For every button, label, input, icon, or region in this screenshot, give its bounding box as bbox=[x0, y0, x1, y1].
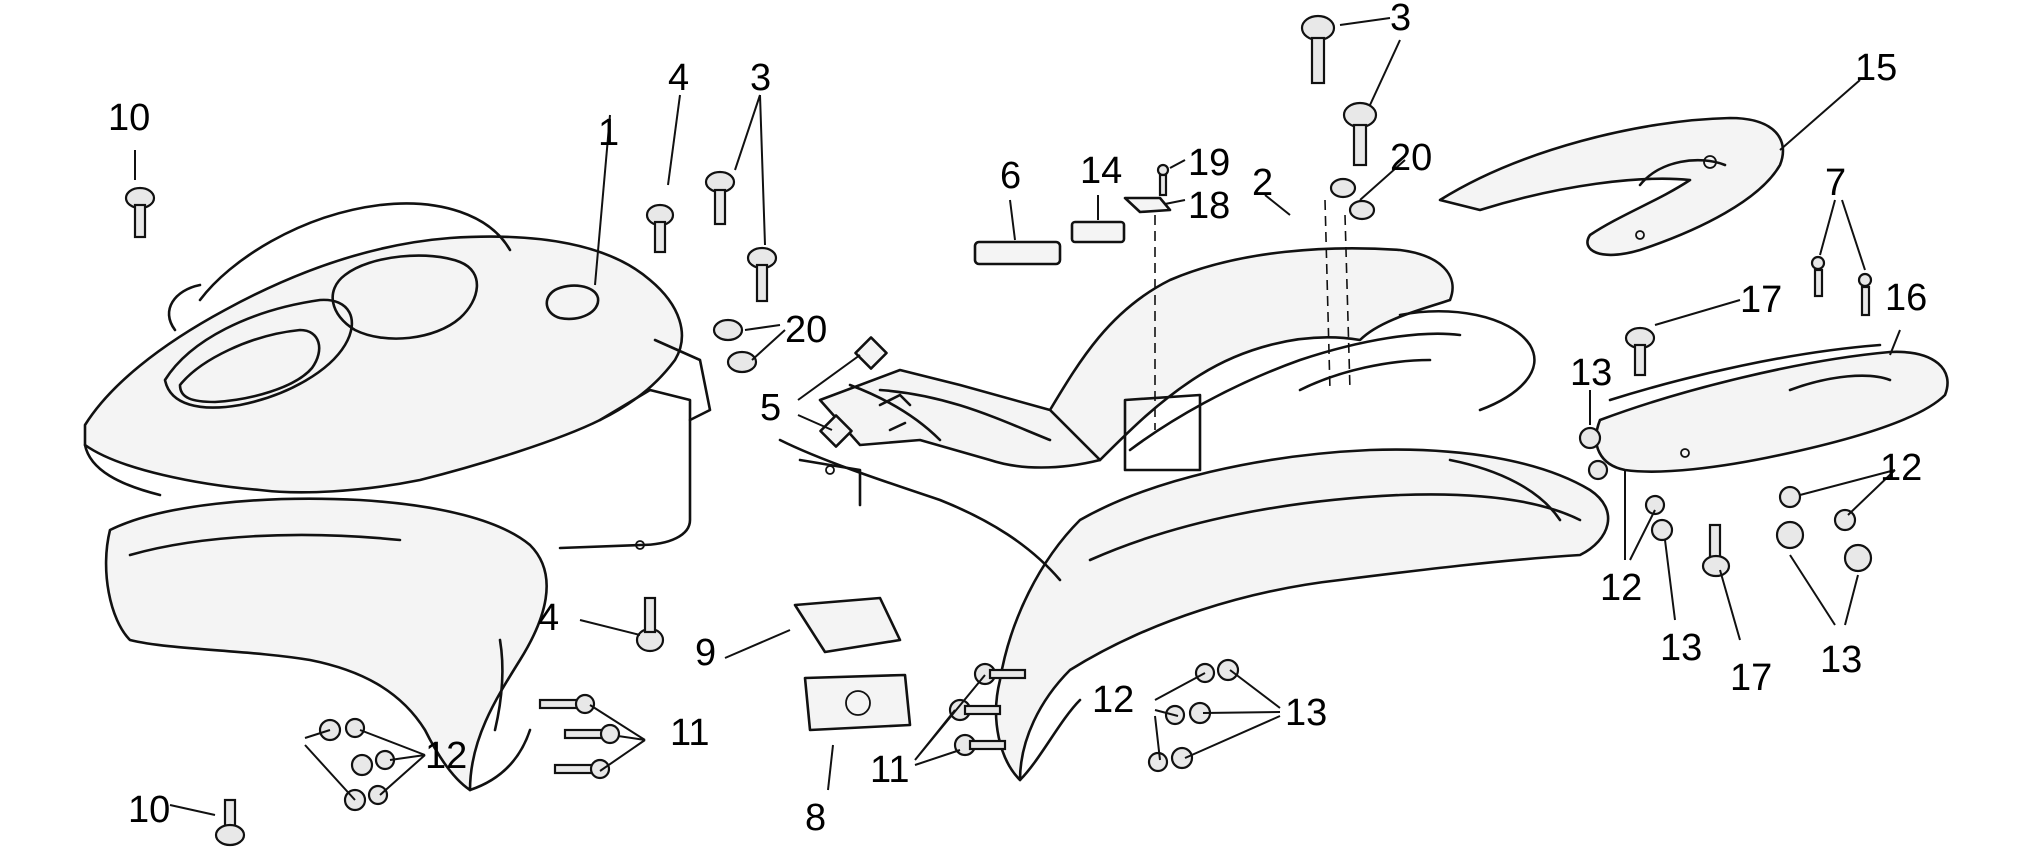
callout-14: 14 bbox=[1080, 150, 1122, 192]
screw-10-top bbox=[124, 186, 156, 239]
callout-5: 5 bbox=[760, 387, 781, 429]
callout-13-center: 13 bbox=[1285, 692, 1327, 734]
callout-13-mid: 13 bbox=[1660, 627, 1702, 669]
screw-17-a bbox=[1624, 326, 1656, 377]
plate-8 bbox=[803, 673, 912, 732]
callout-9: 9 bbox=[695, 632, 716, 674]
callout-17-bottom: 17 bbox=[1730, 657, 1772, 699]
callout-15: 15 bbox=[1855, 47, 1897, 89]
callout-12-right: 12 bbox=[1880, 447, 1922, 489]
callout-10-top: 10 bbox=[108, 97, 150, 139]
front-shield-panel bbox=[83, 202, 712, 550]
rear-body-frame bbox=[778, 247, 1610, 782]
callout-4-top: 4 bbox=[668, 57, 689, 99]
bolts-11-right bbox=[948, 662, 1027, 757]
nuts-12-left bbox=[318, 717, 396, 812]
bracket-18 bbox=[1123, 196, 1172, 214]
screw-10-bottom bbox=[214, 798, 246, 847]
tail-cover-upper bbox=[1438, 116, 1785, 257]
assembly-lines bbox=[1154, 199, 1351, 430]
callout-1: 1 bbox=[598, 112, 619, 154]
leader-lines bbox=[134, 17, 1901, 816]
callout-12-center: 12 bbox=[1092, 679, 1134, 721]
callout-16: 16 bbox=[1885, 277, 1927, 319]
hardware bbox=[124, 14, 1873, 847]
screw-3-d bbox=[1342, 101, 1378, 167]
callout-20-right: 20 bbox=[1390, 137, 1432, 179]
clip-5a bbox=[854, 336, 888, 370]
small-plates bbox=[793, 196, 1172, 732]
callout-20-left: 20 bbox=[785, 309, 827, 351]
callout-3-left: 3 bbox=[750, 57, 771, 99]
callout-11-left: 11 bbox=[670, 712, 709, 754]
callout-12-left: 12 bbox=[425, 735, 467, 777]
grommet-20-a bbox=[712, 318, 758, 374]
screw-4-top bbox=[645, 203, 675, 254]
callout-13-top: 13 bbox=[1570, 352, 1612, 394]
clip-5b bbox=[819, 414, 853, 448]
callout-17-top: 17 bbox=[1740, 279, 1782, 321]
pad-9 bbox=[793, 596, 902, 654]
screw-3-c bbox=[1300, 14, 1336, 85]
callout-19: 19 bbox=[1188, 142, 1230, 184]
callout-18: 18 bbox=[1188, 185, 1230, 227]
callout-11-right: 11 bbox=[870, 749, 909, 791]
screw-7 bbox=[1810, 255, 1873, 317]
callout-3-right: 3 bbox=[1390, 0, 1411, 39]
callout-7: 7 bbox=[1825, 162, 1846, 204]
callout-8: 8 bbox=[805, 797, 826, 839]
bolts-11-left bbox=[538, 693, 621, 780]
callout-labels: 10 1 4 3 3 6 14 19 18 2 20 15 7 16 17 13… bbox=[108, 0, 1927, 839]
trim-strip-14 bbox=[1070, 220, 1126, 244]
screw-3-b bbox=[746, 246, 778, 303]
nuts-12-center bbox=[1147, 658, 1240, 773]
tail-cover-lower bbox=[1594, 343, 1949, 473]
screw-3-a bbox=[704, 170, 736, 226]
callout-12-mid: 12 bbox=[1600, 567, 1642, 609]
nuts-13-right bbox=[1578, 426, 1873, 573]
front-lower-panel bbox=[104, 497, 548, 792]
callout-2: 2 bbox=[1252, 162, 1273, 204]
callout-10-bottom: 10 bbox=[128, 789, 170, 831]
screw-17-b bbox=[1701, 523, 1731, 578]
screw-19 bbox=[1156, 163, 1170, 197]
callout-13-right: 13 bbox=[1820, 639, 1862, 681]
grommet-20-b bbox=[1329, 177, 1376, 221]
trim-strip-6 bbox=[973, 240, 1062, 266]
screw-4-lower bbox=[635, 596, 665, 653]
callout-4-lower: 4 bbox=[538, 597, 559, 639]
callout-6: 6 bbox=[1000, 155, 1021, 197]
